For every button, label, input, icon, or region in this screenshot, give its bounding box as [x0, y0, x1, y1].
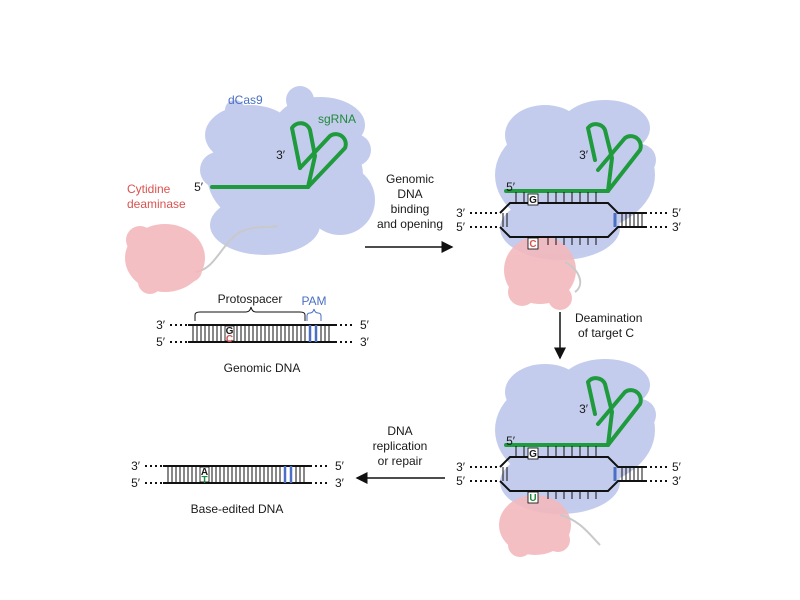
edited-dna-ticks	[167, 466, 305, 483]
genomic-bottom-3prime: 3′	[360, 335, 370, 349]
genomic-c: C	[226, 334, 233, 345]
sgrna-deaminated	[504, 376, 643, 447]
deam-bottom-right-3prime: 3′	[672, 474, 682, 488]
deam-top-right-5prime: 5′	[672, 460, 682, 474]
step2-line2: of target C	[578, 326, 634, 340]
base-u-box	[527, 491, 539, 504]
bound-bottom-left-5prime: 5′	[456, 220, 466, 234]
sgrna	[210, 121, 348, 189]
deaminase-label: deaminase	[127, 197, 186, 211]
edited-bottom-3prime: 3′	[335, 476, 345, 490]
deam-bottom-left-5prime: 5′	[456, 474, 466, 488]
step3-line1: DNA	[387, 424, 412, 438]
deam-top-left-3prime: 3′	[456, 460, 466, 474]
sgrna-label: sgRNA	[318, 112, 356, 126]
base-g-box-1	[527, 193, 539, 206]
step-deamination: Deamination of target C	[554, 311, 642, 360]
bound-sgrna-3prime: 3′	[579, 148, 589, 162]
base-g-1: G	[529, 195, 537, 206]
edited-t: T	[201, 475, 207, 486]
genomic-g: G	[226, 326, 234, 337]
panel-deaminated-complex: G U 5′ 3′ 3′ 5′ 5′ 3′	[456, 359, 682, 557]
ssdna-ticks-1	[547, 237, 597, 245]
pam-brace	[306, 308, 322, 321]
base-g-box-2	[527, 447, 539, 460]
step1-line4: and opening	[377, 217, 443, 231]
edited-bottom-5prime: 5′	[131, 476, 141, 490]
step2-line1: Deamination	[575, 311, 642, 325]
base-edited-dna-label: Base-edited DNA	[191, 502, 284, 516]
step-replication: DNA replication or repair	[355, 424, 445, 484]
deaminase-bound	[504, 236, 576, 310]
base-c-1: C	[529, 239, 536, 250]
genomic-top-5prime: 5′	[360, 318, 370, 332]
base-edited-dna: A T 3′ 5′ 5′ 3′ Base-edited DNA	[131, 459, 345, 516]
base-c-box-1	[527, 237, 539, 250]
genomic-top-3prime: 3′	[156, 318, 166, 332]
sgrna-pairing-ticks-1	[515, 192, 597, 202]
pam-label: PAM	[301, 294, 326, 308]
bound-sgrna-5prime: 5′	[506, 180, 516, 194]
genomic-bottom-5prime: 5′	[156, 335, 166, 349]
bound-top-left-3prime: 3′	[456, 206, 466, 220]
edited-top-3prime: 3′	[131, 459, 141, 473]
base-u: U	[529, 493, 536, 504]
protospacer-label: Protospacer	[218, 292, 283, 306]
sgrna-5prime-label: 5′	[194, 180, 204, 194]
genomic-dna-label: Genomic DNA	[224, 361, 301, 375]
step3-line3: or repair	[378, 454, 423, 468]
panel-bound-complex: G C 5′ 3′ 3′ 5′ 5′ 3′	[456, 100, 682, 310]
edited-a: A	[201, 467, 208, 478]
sgrna-pairing-ticks-2	[515, 446, 597, 456]
linker-bound	[564, 261, 582, 293]
linker-deaminated	[559, 514, 601, 546]
dcas9-label: dCas9	[228, 93, 263, 107]
deam-sgrna-3prime: 3′	[579, 402, 589, 416]
step3-line2: replication	[373, 439, 428, 453]
genomic-dna: G C Protospacer PAM 3′ 5′ 5′ 3′ Genomic …	[156, 292, 370, 375]
step1-line3: binding	[391, 202, 430, 216]
step1-line1: Genomic	[386, 172, 434, 186]
sgrna-bound	[504, 122, 643, 193]
edited-top-5prime: 5′	[335, 459, 345, 473]
cytidine-label: Cytidine	[127, 182, 171, 196]
genomic-dna-ticks	[192, 325, 330, 342]
cytidine-deaminase-protein	[125, 224, 205, 294]
base-g-2: G	[529, 449, 537, 460]
bound-top-right-5prime: 5′	[672, 206, 682, 220]
panel-initial-complex: dCas9 sgRNA 5′ 3′ Cytidine deaminase	[125, 86, 375, 294]
protospacer-brace	[194, 306, 306, 321]
bound-bottom-right-3prime: 3′	[672, 220, 682, 234]
sgrna-3prime-label: 3′	[276, 148, 286, 162]
step1-line2: DNA	[397, 187, 422, 201]
dna-bubble-2	[470, 456, 668, 492]
linker	[194, 225, 279, 273]
deaminase-deaminated	[499, 495, 571, 557]
ssdna-ticks-2	[547, 491, 597, 499]
step-binding: Genomic DNA binding and opening	[365, 172, 454, 253]
deam-sgrna-5prime: 5′	[506, 434, 516, 448]
dna-bubble-1	[470, 202, 668, 238]
